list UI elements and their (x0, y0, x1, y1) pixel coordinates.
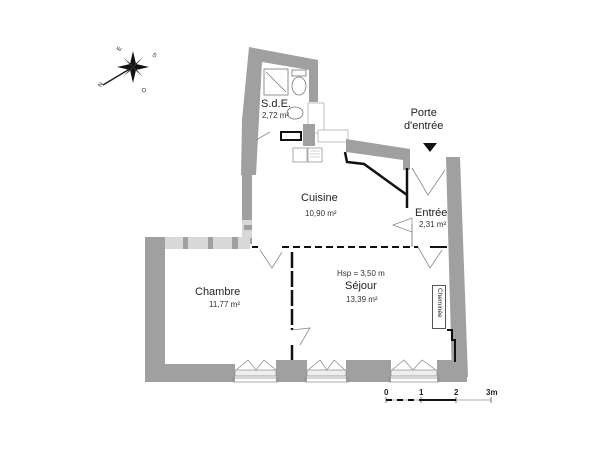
fireplace-label: Cheminée (436, 288, 443, 318)
ceiling-height-note: Hsp = 3,50 m (337, 269, 385, 278)
window-chambre (232, 359, 279, 383)
entry-door-label-line2: d'entrée (404, 120, 444, 132)
scale-tick-1: 1 (419, 388, 424, 397)
fireplace-box: Cheminée (432, 285, 446, 329)
room-area-sejour: 13,39 m² (346, 295, 378, 304)
compass-rose-icon (102, 51, 149, 86)
wall-right (446, 157, 468, 377)
entry-door-label: Porte d'entrée (404, 107, 443, 133)
wall-sde (241, 47, 318, 175)
wall-chambre (145, 237, 235, 382)
room-name-entree: Entrée (415, 207, 448, 219)
window-sejour-2 (388, 359, 440, 383)
room-name-sde: S.d.E. (261, 98, 291, 110)
scale-bar (385, 397, 492, 403)
scale-tick-0: 0 (384, 388, 389, 397)
entry-arrow-icon (423, 143, 437, 152)
window-sejour-1 (304, 359, 349, 383)
wall-top (346, 139, 410, 170)
room-area-entree: 2,31 m² (419, 220, 447, 229)
room-area-sde: 2,72 m² (262, 111, 290, 120)
room-area-cuisine: 10,90 m² (305, 209, 337, 218)
room-name-chambre: Chambre (195, 286, 241, 298)
scale-tick-3m: 3m (486, 388, 498, 397)
entry-door-label-line1: Porte (410, 107, 437, 119)
room-name-cuisine: Cuisine (301, 192, 338, 204)
room-area-chambre: 11,77 m² (209, 300, 240, 309)
scale-tick-2: 2 (454, 388, 459, 397)
room-name-sejour: Séjour (345, 280, 377, 292)
